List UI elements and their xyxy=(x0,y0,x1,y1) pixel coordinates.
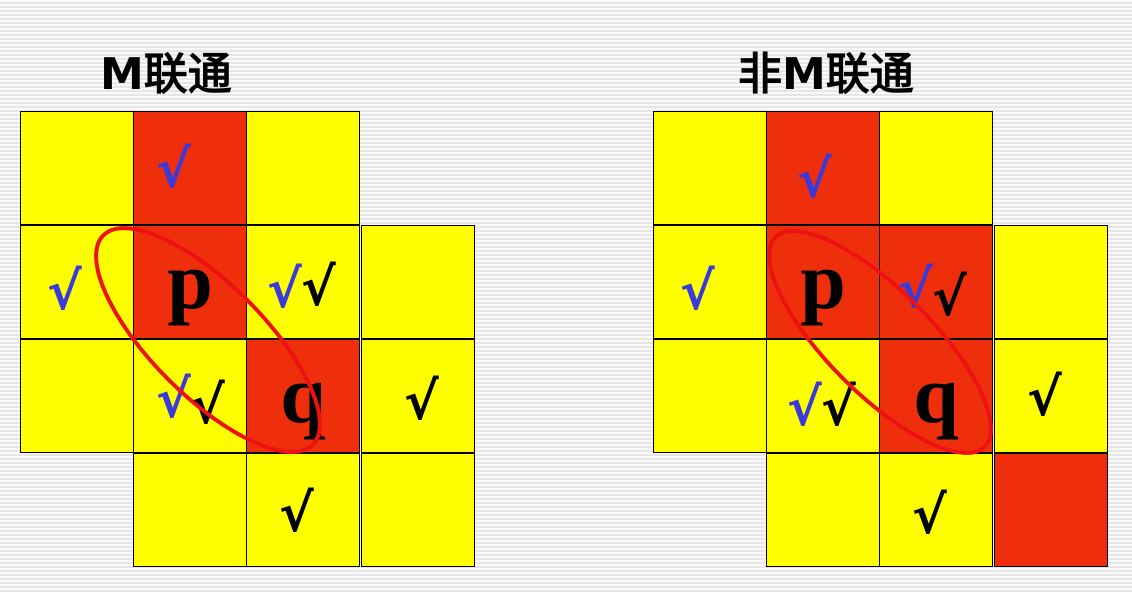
non-m-connected-diagram: 非M联通 √ √ p √ √ √ √ q √ √ xyxy=(566,0,1132,592)
blue-check-icon: √ xyxy=(797,150,832,210)
blue-check-icon: √ xyxy=(787,378,822,438)
grid-cell xyxy=(20,111,134,225)
pixel-p-label: p xyxy=(167,235,213,326)
blue-check-icon: √ xyxy=(898,260,933,320)
m-connected-diagram: M联通 √ √ p √ √ √ √ q √ √ xyxy=(20,49,475,567)
grid-cell xyxy=(994,453,1108,567)
black-check-icon: √ xyxy=(821,378,856,438)
pixel-p-cell: p xyxy=(766,225,880,339)
black-check-icon: √ xyxy=(912,486,947,546)
grid-cell: √ xyxy=(879,453,993,567)
grid-cell xyxy=(879,111,993,225)
blue-check-icon: √ xyxy=(156,140,191,200)
grid-cell xyxy=(653,339,767,453)
blue-check-icon: √ xyxy=(680,262,715,322)
grid-cell xyxy=(133,453,247,567)
black-check-icon: √ xyxy=(279,484,314,544)
blue-check-icon: √ xyxy=(267,260,302,320)
grid-cell xyxy=(766,453,880,567)
diagram-title: 非M联通 xyxy=(738,49,914,100)
grid-cell: √ xyxy=(133,111,247,225)
grid-cell xyxy=(994,225,1108,339)
grid-cell xyxy=(246,111,360,225)
grid-cell: √ xyxy=(361,339,475,453)
pixel-q-label: q xyxy=(913,349,959,440)
pixel-p-label: p xyxy=(800,235,846,326)
pixel-q-label: q xyxy=(280,349,326,440)
grid-cell xyxy=(20,339,134,453)
grid-cell: √ √ xyxy=(766,339,880,453)
grid-cell: √ xyxy=(246,453,360,567)
grid-cell: √ xyxy=(994,339,1108,453)
blue-check-icon: √ xyxy=(156,370,191,430)
pixel-p-cell: p xyxy=(133,225,247,339)
pixel-q-cell: q xyxy=(879,339,993,453)
grid-cell xyxy=(361,453,475,567)
diagram-title: M联通 xyxy=(100,49,232,100)
grid-cell xyxy=(361,225,475,339)
grid-cell: √ √ xyxy=(879,225,993,339)
grid-cell: √ √ xyxy=(246,225,360,339)
black-check-icon: √ xyxy=(190,376,225,436)
grid-cell: √ xyxy=(653,225,767,339)
grid-cell: √ √ xyxy=(133,339,247,453)
pixel-q-cell: q xyxy=(246,339,360,453)
grid-cell: √ xyxy=(20,225,134,339)
blue-check-icon: √ xyxy=(47,262,82,322)
black-check-icon: √ xyxy=(301,258,336,318)
black-check-icon: √ xyxy=(1027,368,1062,428)
black-check-icon: √ xyxy=(404,372,439,432)
grid-cell xyxy=(653,111,767,225)
black-check-icon: √ xyxy=(932,268,967,328)
grid-cell: √ xyxy=(766,111,880,225)
